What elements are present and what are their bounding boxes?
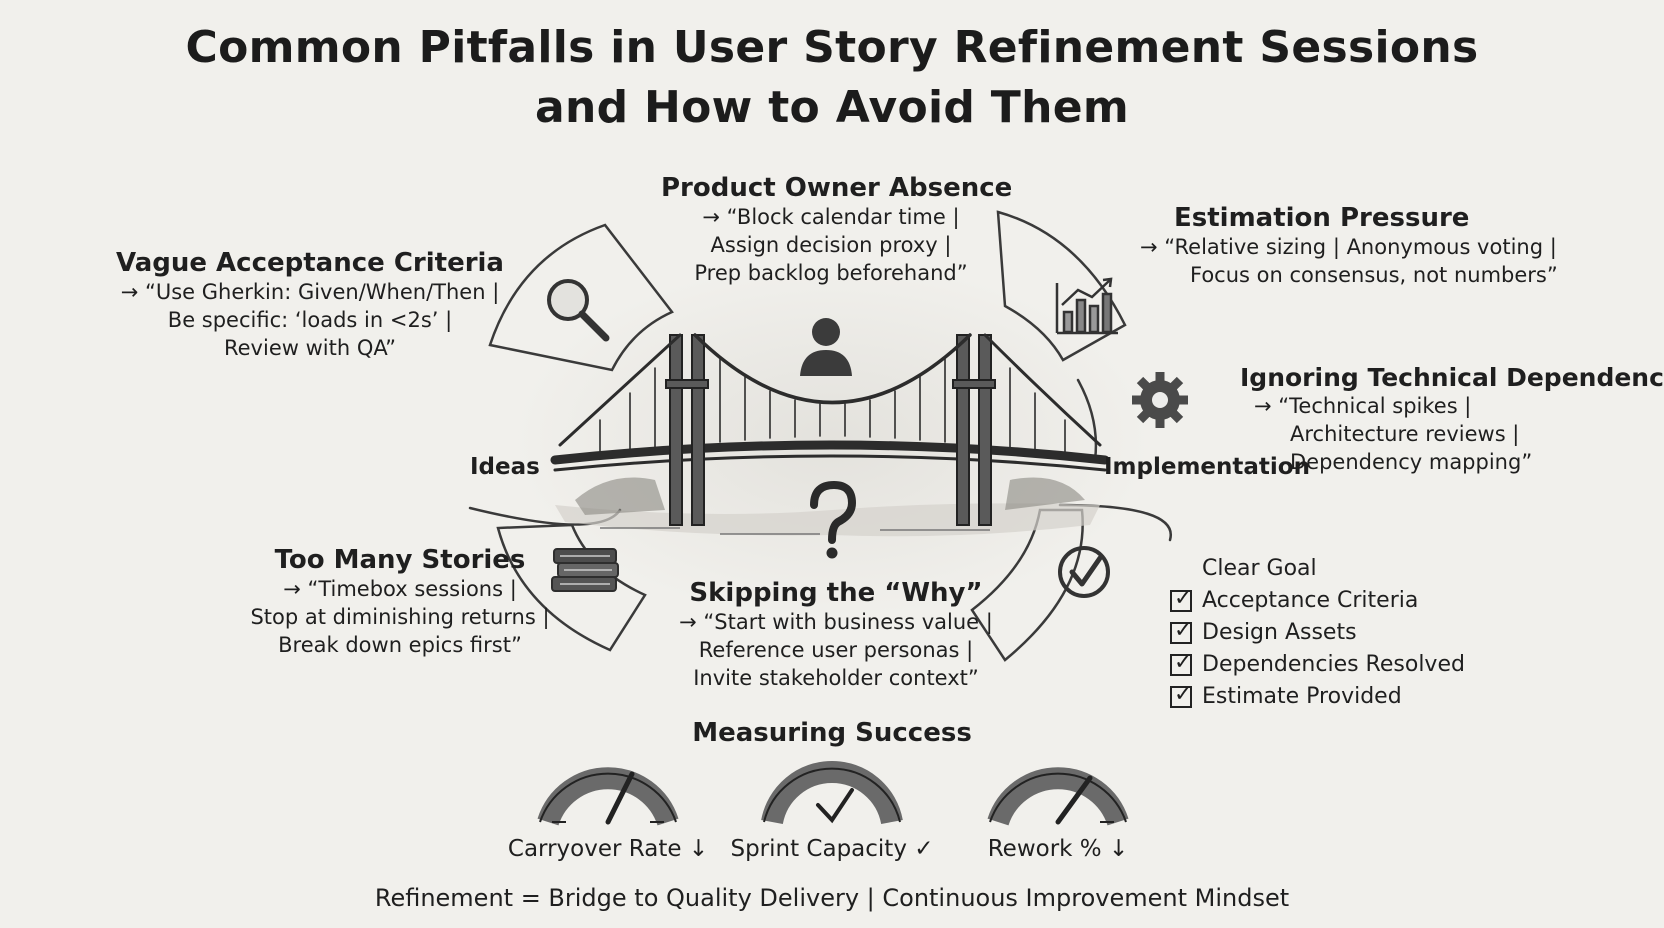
gauge-sprint-capacity-check xyxy=(816,788,854,824)
segment-bottom-right xyxy=(970,508,1084,662)
pitfall-estimation-title: Estimation Pressure xyxy=(1174,203,1470,233)
pitfall-owner-line-2: Assign decision proxy | xyxy=(710,233,952,257)
pitfall-dependencies-line-1: → “Technical spikes | xyxy=(1254,394,1472,418)
checklist-item-label: Estimate Provided xyxy=(1202,684,1402,709)
segment-right-upper xyxy=(1076,378,1098,462)
bridge xyxy=(550,333,1110,526)
tower-right-a xyxy=(956,334,970,526)
gauge-label-rework: Rework % ↓ xyxy=(987,836,1129,862)
pitfall-stories-line-3: Break down epics first” xyxy=(278,633,522,657)
magnifier-icon xyxy=(547,279,610,342)
bridge-towers xyxy=(665,334,996,526)
pitfall-vague-line-2: Be specific: ‘loads in <2s’ | xyxy=(167,308,453,332)
cable-left xyxy=(558,333,682,447)
page-title: Common Pitfalls in User Story Refinement… xyxy=(0,18,1664,138)
checklist-item: Estimate Provided xyxy=(1170,679,1465,713)
title-line-1: Common Pitfalls in User Story Refinement… xyxy=(185,22,1479,73)
pitfall-stories-line-2: Stop at diminishing returns | xyxy=(250,605,550,629)
title-line-2: and How to Avoid Them xyxy=(534,82,1130,133)
pitfall-owner-title: Product Owner Absence xyxy=(661,173,1013,203)
pitfall-why-line-2: Reference user personas | xyxy=(698,638,974,662)
pitfall-owner-line-3: Prep backlog beforehand” xyxy=(694,261,968,285)
segment-top-left xyxy=(488,223,674,372)
bridge-deck-lower xyxy=(553,454,1107,472)
measuring-success-title: Measuring Success xyxy=(692,718,972,748)
left-bank xyxy=(575,477,665,515)
books-icon xyxy=(551,548,619,592)
tower-right-beam xyxy=(952,379,996,389)
pitfall-why-line-3: Invite stakeholder context” xyxy=(693,666,979,690)
bridge-deck xyxy=(550,440,1110,465)
gauge-carryover xyxy=(537,767,679,826)
pitfall-dependencies-title: Ignoring Technical Dependencies xyxy=(1240,363,1664,392)
checklist-item: Acceptance Criteria xyxy=(1170,583,1465,617)
person-icon xyxy=(800,318,852,376)
water-lines xyxy=(600,527,990,535)
tower-left-a xyxy=(669,334,683,526)
pitfall-why-line-1: → “Start with business value | xyxy=(679,610,993,634)
pitfall-estimation-line-2: Focus on consensus, not numbers” xyxy=(1190,263,1558,287)
pitfall-vague-title: Vague Acceptance Criteria xyxy=(116,248,504,278)
pitfall-stories-line-1: → “Timebox sessions | xyxy=(283,577,517,601)
pitfall-vague-acceptance: Vague Acceptance Criteria → “Use Gherkin… xyxy=(100,248,520,362)
right-bank xyxy=(1005,477,1085,510)
tower-left-beam xyxy=(665,379,709,389)
checkbox-checked-icon xyxy=(1170,679,1192,711)
bridge-label-implementation: Implementation xyxy=(1104,454,1310,480)
gauge-carryover-needle xyxy=(605,771,635,825)
checklist-item-label: Dependencies Resolved xyxy=(1202,652,1465,677)
pitfall-dependencies-line-3: Dependency mapping” xyxy=(1290,450,1533,474)
gauge-label-carryover: Carryover Rate ↓ xyxy=(507,836,709,862)
segment-top-right xyxy=(996,210,1127,362)
cable-main xyxy=(693,333,972,405)
pitfall-dependencies-line-2: Architecture reviews | xyxy=(1290,422,1520,446)
bridge-hangers xyxy=(599,356,1066,453)
checkbox-checked-icon xyxy=(1170,583,1192,615)
question-icon xyxy=(810,480,857,559)
gauge-label-sprint-capacity: Sprint Capacity ✓ xyxy=(730,836,934,862)
checklist-item-label: Acceptance Criteria xyxy=(1202,588,1419,613)
checkbox-checked-icon xyxy=(1170,647,1192,679)
pitfall-owner-line-1: → “Block calendar time | xyxy=(702,205,960,229)
pitfall-skipping-why: Skipping the “Why” → “Start with busines… xyxy=(666,578,1006,692)
pitfall-technical-dependencies: Ignoring Technical Dependencies → “Techn… xyxy=(1240,363,1664,476)
cable-right xyxy=(983,333,1102,447)
footer-tagline: Refinement = Bridge to Quality Delivery … xyxy=(374,884,1290,912)
definition-checklist: Clear Goal Acceptance Criteria Design As… xyxy=(1170,553,1465,713)
pitfall-vague-line-3: Review with QA” xyxy=(223,336,396,360)
gear-icon xyxy=(1132,372,1188,428)
checklist-item: Dependencies Resolved xyxy=(1170,647,1465,681)
checklist-item: Design Assets xyxy=(1170,615,1465,649)
gauge-rework-needle xyxy=(1055,775,1093,825)
checkmark-icon xyxy=(1058,546,1110,598)
pitfall-vague-line-1: → “Use Gherkin: Given/When/Then | xyxy=(120,280,500,304)
chart-icon xyxy=(1055,277,1118,335)
checklist-item-label: Design Assets xyxy=(1202,620,1357,645)
pitfall-owner-absence: Product Owner Absence → “Block calendar … xyxy=(661,173,1013,287)
checkbox-checked-icon xyxy=(1170,615,1192,647)
pitfall-estimation-pressure: Estimation Pressure → “Relative sizing |… xyxy=(1140,203,1560,289)
checklist-heading: Clear Goal xyxy=(1202,556,1317,581)
pitfall-estimation-line-1: → “Relative sizing | Anonymous voting | xyxy=(1140,235,1557,259)
pitfall-too-many-stories: Too Many Stories → “Timebox sessions | S… xyxy=(230,545,570,659)
gauge-sprint-capacity xyxy=(761,761,903,825)
pitfall-why-title: Skipping the “Why” xyxy=(689,578,983,608)
bridge-label-ideas: Ideas xyxy=(470,454,540,480)
tower-left-b xyxy=(691,334,705,526)
pitfall-stories-title: Too Many Stories xyxy=(274,545,526,575)
gauge-rework xyxy=(987,767,1129,826)
tower-right-b xyxy=(978,334,992,526)
